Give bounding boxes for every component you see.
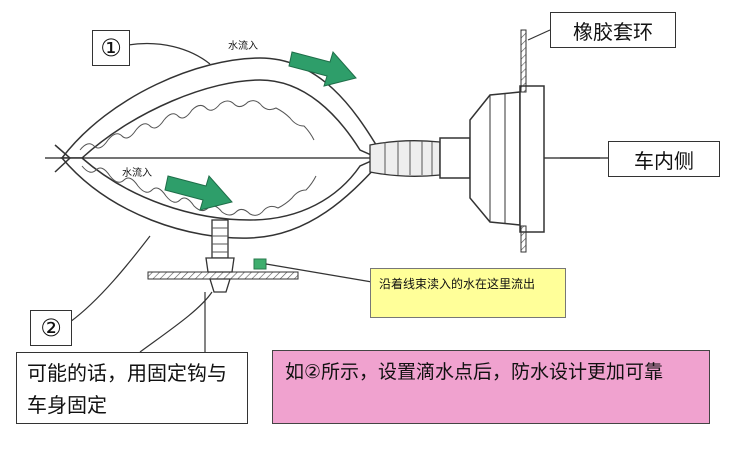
label-vehicle-inner-side: 车内侧 (608, 141, 720, 177)
rubber-ring-leader (527, 29, 551, 41)
clip-head (205, 257, 235, 273)
grommet-collar (439, 137, 471, 179)
hook-fixing-note: 可能的话，用固定钩与车身固定 (16, 352, 248, 424)
water-flow-arrow-bottom (164, 174, 233, 211)
upper-harness-wave (79, 100, 315, 151)
label-rubber-ring: 橡胶套环 (550, 12, 676, 48)
harness-neck (369, 140, 441, 177)
left-harness-end (54, 144, 72, 173)
label-water-in-bottom: 水流入 (122, 168, 152, 179)
body-panel-lower (520, 225, 527, 253)
harness-neck-rings (384, 141, 433, 175)
waterproof-design-note: 如②所示，设置滴水点后，防水设计更加可靠 (272, 350, 710, 424)
callout-leader (265, 263, 373, 283)
label-circle-two: ② (30, 310, 72, 346)
hook-leader (139, 291, 213, 353)
drip-callout-box: 沿着线束渎入的水在这里流出 (370, 268, 566, 318)
grommet-body (469, 91, 521, 226)
label-water-in-top: 水流入 (228, 41, 258, 52)
clip-foot (209, 278, 231, 293)
lower-harness-wave (81, 165, 317, 216)
label-circle-one: ① (92, 30, 130, 66)
circle-one-leader (127, 42, 211, 65)
water-flow-arrow-top (288, 50, 357, 87)
circle-two-leader (69, 235, 151, 323)
body-panel (520, 29, 527, 93)
fixing-bracket (147, 271, 299, 280)
grommet-flange (519, 85, 545, 233)
drip-marker (253, 258, 267, 270)
